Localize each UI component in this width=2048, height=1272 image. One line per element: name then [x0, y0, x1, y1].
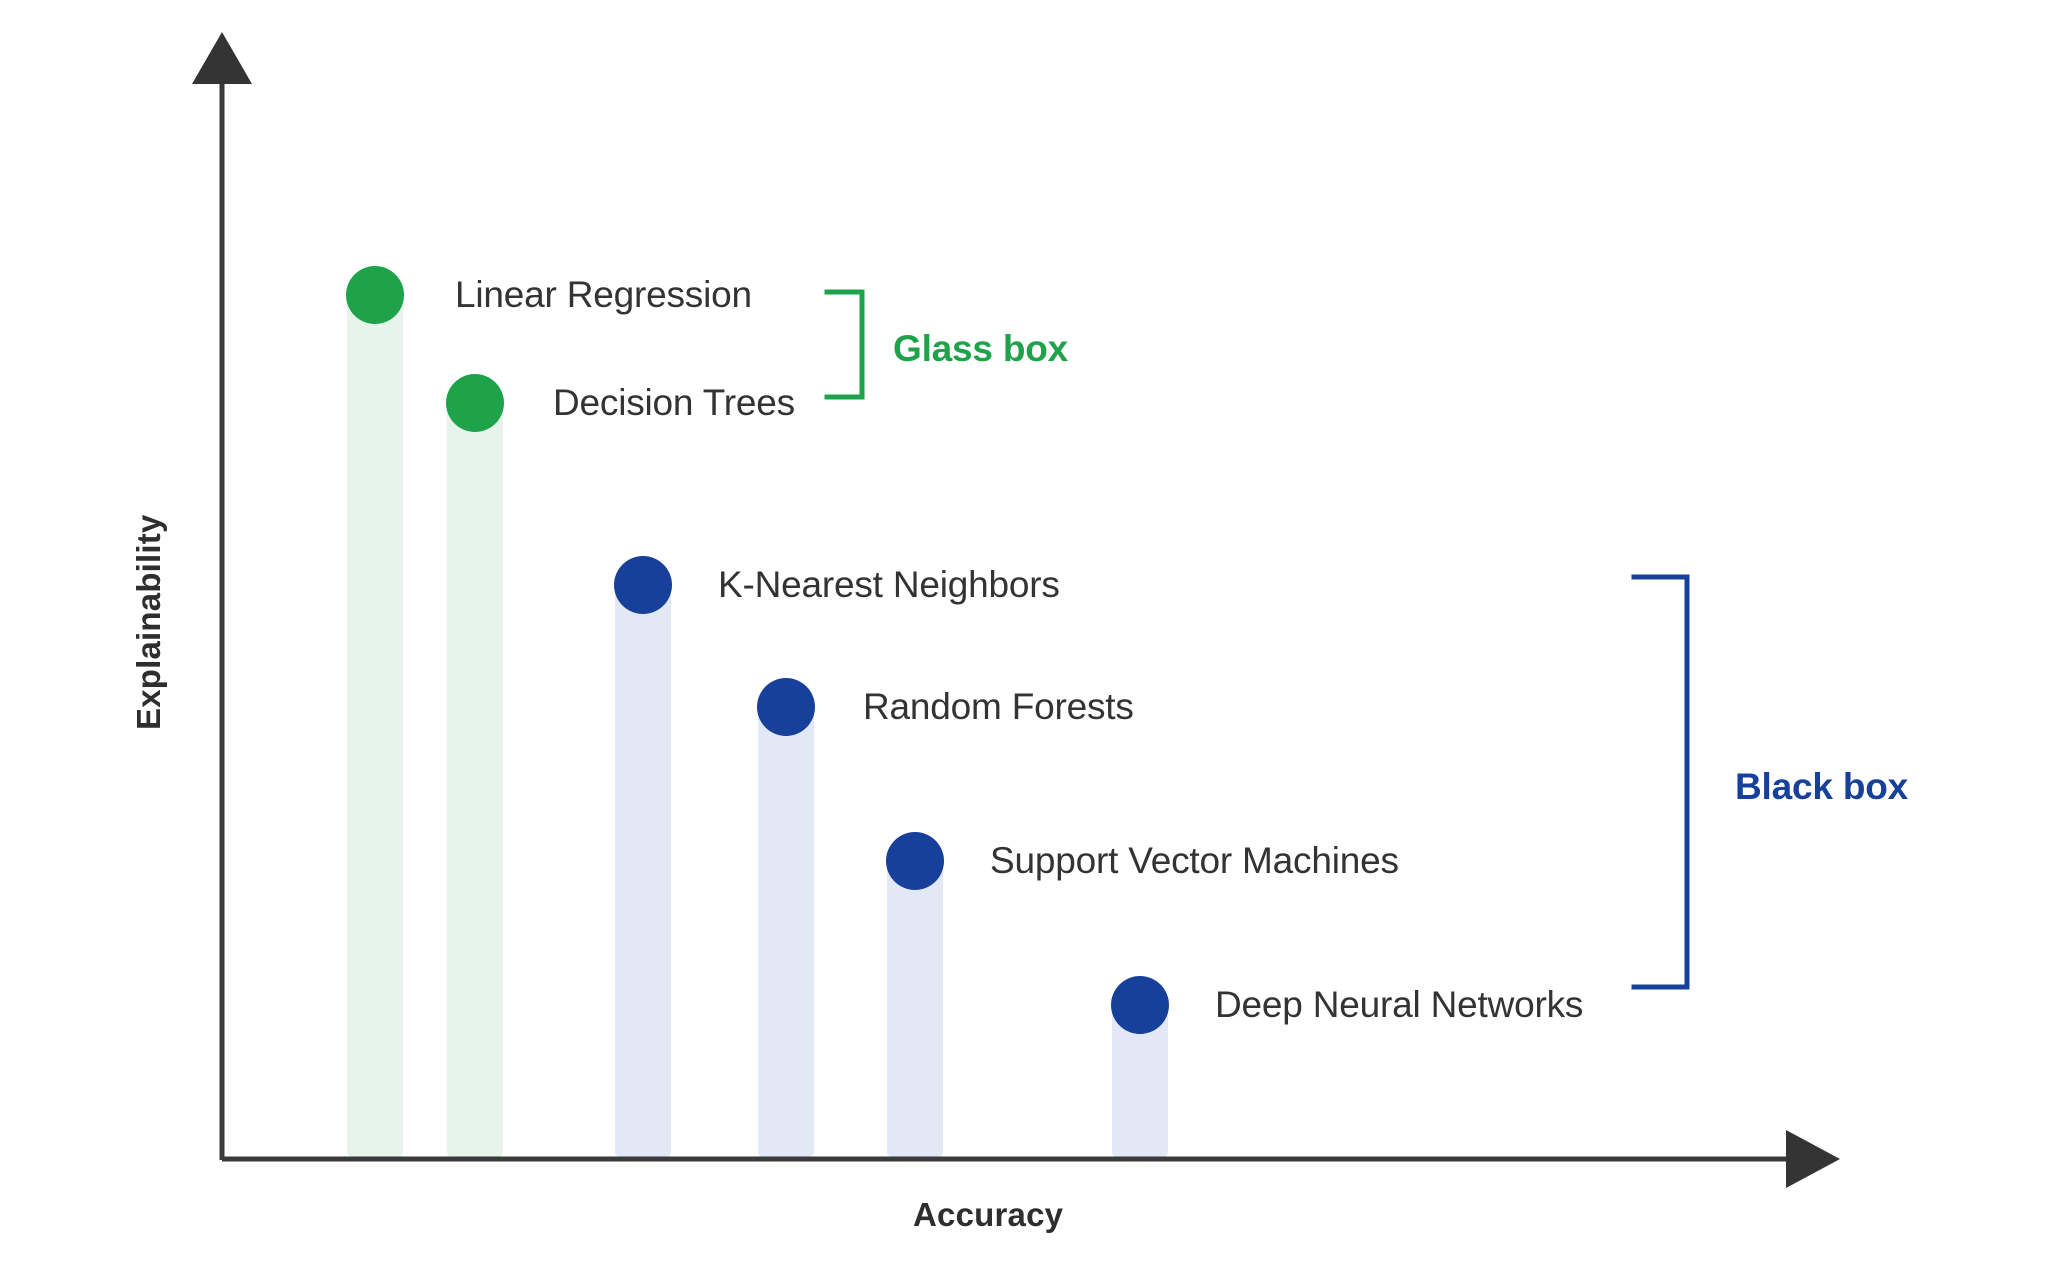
point-label-deep-neural-networks: Deep Neural Networks — [1215, 984, 1584, 1025]
dot-support-vector-machines[interactable] — [886, 832, 944, 890]
x-axis-title: Accuracy — [913, 1196, 1064, 1233]
bar-decision-trees — [447, 403, 503, 1157]
bar-support-vector-machines — [887, 861, 943, 1157]
point-label-decision-trees: Decision Trees — [553, 382, 795, 423]
point-label-k-nearest-neighbors: K-Nearest Neighbors — [718, 564, 1060, 605]
glass-box-bracket — [824, 289, 865, 400]
dot-group — [346, 266, 1169, 1034]
bar-random-forests — [758, 707, 814, 1157]
point-label-support-vector-machines: Support Vector Machines — [990, 840, 1399, 881]
y-axis-arrow-icon — [192, 32, 252, 84]
group-label-black-box: Black box — [1735, 766, 1908, 807]
black-box-bracket — [1631, 574, 1690, 990]
bar-k-nearest-neighbors — [615, 585, 671, 1157]
bar-group — [347, 295, 1168, 1157]
y-axis-title: Explainability — [130, 514, 167, 730]
dot-k-nearest-neighbors[interactable] — [614, 556, 672, 614]
point-label-linear-regression: Linear Regression — [455, 274, 752, 315]
bar-linear-regression — [347, 295, 403, 1157]
axis-group — [192, 32, 1840, 1188]
dot-linear-regression[interactable] — [346, 266, 404, 324]
group-label-glass-box: Glass box — [893, 328, 1069, 369]
x-axis-arrow-icon — [1786, 1130, 1840, 1188]
bar-deep-neural-networks — [1112, 1005, 1168, 1157]
dot-decision-trees[interactable] — [446, 374, 504, 432]
point-label-random-forests: Random Forests — [863, 686, 1134, 727]
dot-deep-neural-networks[interactable] — [1111, 976, 1169, 1034]
dot-random-forests[interactable] — [757, 678, 815, 736]
